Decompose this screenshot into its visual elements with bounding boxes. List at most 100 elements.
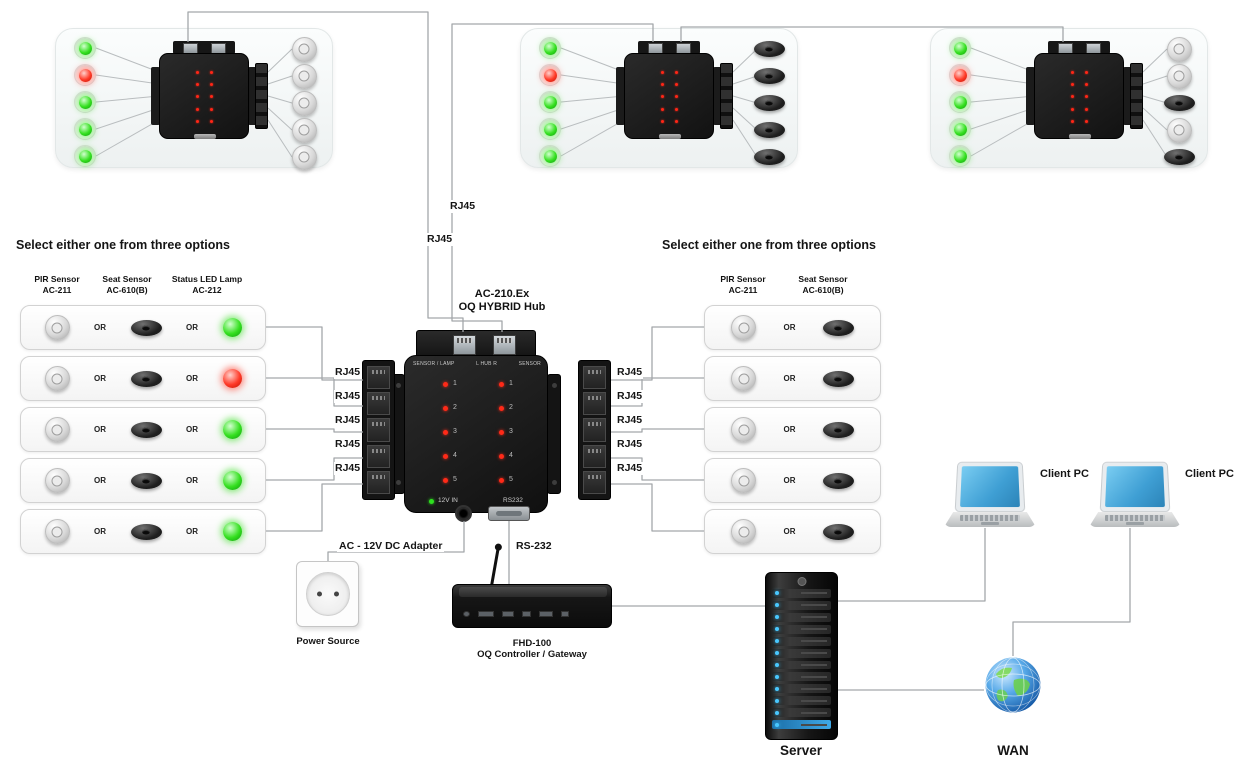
or-label: OR bbox=[186, 476, 198, 485]
cable-right-row5 bbox=[611, 483, 704, 532]
seat-sensor bbox=[130, 523, 162, 540]
mini-port-strip bbox=[720, 63, 733, 129]
mini-db9-connector bbox=[659, 134, 681, 139]
seat-sensor bbox=[130, 370, 162, 387]
right-options-title: Select either one from three options bbox=[662, 238, 876, 252]
mounting-flange bbox=[547, 374, 561, 494]
sensor-slot bbox=[286, 63, 322, 89]
or-label: OR bbox=[94, 425, 106, 434]
sensor-option-row: OR OR bbox=[20, 407, 266, 452]
wan-label: WAN bbox=[997, 743, 1029, 758]
sensor-slot bbox=[286, 90, 322, 116]
sensor-option-row: OR OR bbox=[20, 509, 266, 554]
seat-sensor bbox=[822, 472, 854, 489]
status-led-well bbox=[949, 145, 971, 167]
status-led-green bbox=[78, 149, 92, 163]
seat-sensor bbox=[822, 370, 854, 387]
status-led-green bbox=[543, 149, 557, 163]
sensor-slot bbox=[1161, 91, 1197, 115]
server-slot bbox=[772, 648, 831, 658]
status-led-well bbox=[539, 37, 561, 59]
rs232-print: RS232 bbox=[503, 497, 523, 504]
server-slot bbox=[772, 636, 831, 646]
hub-led bbox=[443, 478, 448, 483]
status-led-well bbox=[949, 91, 971, 113]
or-label: OR bbox=[186, 527, 198, 536]
hub-port-module-left bbox=[362, 360, 395, 500]
hub-led bbox=[499, 406, 504, 411]
seat-sensor bbox=[753, 68, 785, 84]
sensor-slot bbox=[751, 145, 787, 169]
mini-hub-leds bbox=[655, 66, 683, 128]
status-led-well bbox=[74, 37, 96, 59]
hub-led bbox=[443, 430, 448, 435]
sensor-slot bbox=[286, 144, 322, 170]
rj45-label: RJ45 bbox=[449, 200, 477, 213]
power-outlet-icon bbox=[305, 572, 350, 616]
seat-sensor bbox=[822, 523, 854, 540]
rj45-uplink-port-r bbox=[493, 335, 516, 355]
remote-sensor-panel bbox=[55, 28, 333, 170]
rj45-label: RJ45 bbox=[616, 438, 644, 451]
status-led-lamp bbox=[222, 420, 242, 439]
rj45-port bbox=[583, 470, 606, 495]
status-led-green bbox=[543, 95, 557, 109]
rj45-port bbox=[367, 470, 390, 495]
status-led-lamp bbox=[222, 471, 242, 490]
pir-sensor bbox=[291, 63, 317, 89]
left-options-title: Select either one from three options bbox=[16, 238, 230, 252]
seat-sensor bbox=[753, 95, 785, 111]
server-slot bbox=[772, 589, 831, 598]
rj45-port bbox=[583, 418, 606, 442]
status-led-green bbox=[543, 122, 557, 136]
hub-name: OQ HYBRID Hub bbox=[458, 301, 546, 313]
pir-sensor bbox=[731, 366, 757, 391]
fhd-top-face bbox=[459, 587, 607, 597]
server-slot bbox=[772, 696, 831, 706]
rj45-label: RJ45 bbox=[616, 462, 644, 475]
rj45-label: RJ45 bbox=[334, 438, 362, 451]
mini-hub-uplink-ports bbox=[1048, 41, 1110, 54]
pir-sensor bbox=[1166, 63, 1192, 89]
mini-hub-leds bbox=[1065, 66, 1093, 128]
status-led-red bbox=[78, 68, 92, 82]
hub-led bbox=[499, 478, 504, 483]
seat-sensor bbox=[822, 421, 854, 438]
status-led-red bbox=[953, 68, 967, 82]
sensor-option-row: OR bbox=[704, 458, 881, 503]
hub-led bbox=[499, 430, 504, 435]
pir-sensor bbox=[1166, 36, 1192, 62]
status-led-well bbox=[949, 37, 971, 59]
or-label: OR bbox=[186, 425, 198, 434]
adapter-label: AC - 12V DC Adapter bbox=[337, 540, 445, 552]
server-slot bbox=[772, 600, 831, 610]
status-led-green bbox=[78, 41, 92, 55]
rj45-label: RJ45 bbox=[616, 414, 644, 427]
pir-sensor bbox=[731, 468, 757, 493]
hub-led bbox=[443, 454, 448, 459]
rj45-label: RJ45 bbox=[616, 390, 644, 403]
pir-sensor bbox=[44, 366, 70, 391]
seat-sensor bbox=[822, 319, 854, 336]
mini-db9-connector bbox=[194, 134, 216, 139]
sensor-slot bbox=[286, 117, 322, 143]
rj45-port bbox=[367, 444, 390, 468]
status-led-well bbox=[539, 118, 561, 140]
mounting-flange bbox=[151, 67, 160, 125]
pir-sensor bbox=[44, 468, 70, 493]
pir-sensor bbox=[44, 315, 70, 340]
server-slot bbox=[772, 612, 831, 622]
server-slot bbox=[772, 708, 831, 718]
rj45-label: RJ45 bbox=[334, 462, 362, 475]
pir-sensor bbox=[291, 36, 317, 62]
sensor-slot bbox=[751, 91, 787, 115]
cable-wan-client2 bbox=[1012, 528, 1131, 656]
server-slot bbox=[772, 720, 831, 730]
status-led-lamp bbox=[222, 318, 242, 337]
